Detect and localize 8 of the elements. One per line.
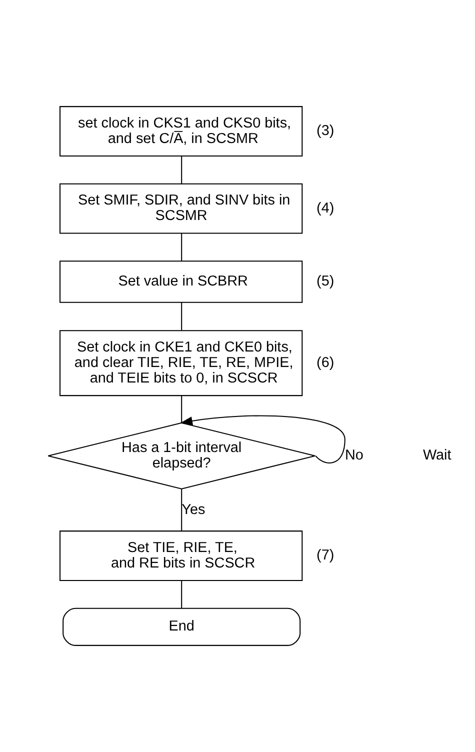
node-label: (3) <box>316 123 334 140</box>
node-label: (5) <box>316 274 334 290</box>
label: Wait <box>422 448 451 464</box>
node-label: (7) <box>316 548 334 564</box>
node-label: (4) <box>316 200 334 216</box>
node-label: (6) <box>316 354 334 371</box>
edge-label: Yes <box>181 502 205 518</box>
edge-label: No <box>344 448 363 464</box>
